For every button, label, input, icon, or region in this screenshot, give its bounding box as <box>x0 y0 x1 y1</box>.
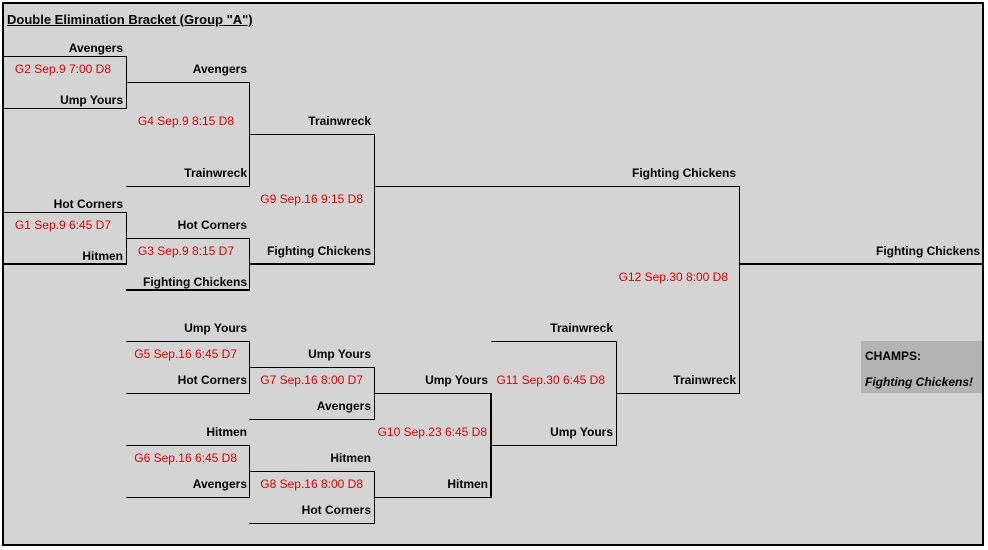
team-label: Ump Yours <box>308 347 371 361</box>
game-label-g6: G6 Sep.16 6:45 D8 <box>134 451 237 465</box>
team-label: Trainwreck <box>184 166 247 180</box>
team-label: Hitmen <box>447 477 488 491</box>
team-label: Avengers <box>316 399 371 413</box>
g12-top-line <box>374 186 740 187</box>
team-label: Fighting Chickens <box>631 166 736 180</box>
g11-connector <box>616 341 617 446</box>
team-label: Ump Yours <box>60 93 123 107</box>
g6-top-line <box>126 445 250 446</box>
team-label: Trainwreck <box>308 114 371 128</box>
game-label-g7: G7 Sep.16 8:00 D7 <box>260 373 363 387</box>
team-label: Hitmen <box>206 425 247 439</box>
team-label: Avengers <box>192 477 247 491</box>
team-label: Fighting Chickens <box>266 244 371 258</box>
game-label-g2: G2 Sep.9 7:00 D8 <box>14 62 111 76</box>
team-label: Avengers <box>192 62 247 76</box>
g4-top-line <box>126 82 250 83</box>
g7-top-line <box>249 367 375 368</box>
g11-top-line <box>491 341 617 342</box>
g2-top-line <box>4 56 127 57</box>
game-label-g10: G10 Sep.23 6:45 D8 <box>377 425 487 439</box>
g11-bottom-line <box>491 445 617 446</box>
bracket-title: Double Elimination Bracket (Group "A") <box>7 12 253 27</box>
game-label-g4: G4 Sep.9 8:15 D8 <box>137 114 234 128</box>
g9-top-line <box>249 134 375 135</box>
team-label: Hitmen <box>82 249 123 263</box>
team-label: Hot Corners <box>177 373 247 387</box>
g1-top-line <box>4 212 127 213</box>
champion-label: CHAMPS: <box>865 349 921 363</box>
g8-bottom-line <box>249 523 375 524</box>
game-label-g1: G1 Sep.9 6:45 D7 <box>14 218 111 232</box>
team-label: Fighting Chickens <box>142 275 247 289</box>
g12-bottom-line <box>616 393 740 394</box>
g7-bottom-line <box>249 419 375 420</box>
g3-top-line <box>126 238 250 239</box>
team-label: Trainwreck <box>550 321 613 335</box>
game-label-g5: G5 Sep.16 6:45 D7 <box>134 347 237 361</box>
team-label: Hot Corners <box>301 503 371 517</box>
team-label: Ump Yours <box>184 321 247 335</box>
g8-top-line <box>249 471 375 472</box>
g3-bottom-line <box>126 289 250 291</box>
g4-bottom-line <box>126 186 250 187</box>
g6-bottom-line <box>126 497 250 498</box>
team-label: Avengers <box>68 41 123 55</box>
champion-team-label: Fighting Chickens <box>875 244 980 258</box>
g9-connector <box>374 134 375 265</box>
champion-name: Fighting Chickens! <box>865 375 973 389</box>
g5-top-line <box>126 341 250 342</box>
game-label-g3: G3 Sep.9 8:15 D7 <box>137 244 234 258</box>
game-label-g8: G8 Sep.16 8:00 D8 <box>260 477 363 491</box>
g12-connector <box>739 186 740 394</box>
g10-bottom-line <box>374 497 492 498</box>
final-line <box>739 263 982 265</box>
game-label-g9: G9 Sep.16 9:15 D8 <box>260 192 363 206</box>
g2-bottom-line <box>4 108 127 109</box>
game-label-g11: G11 Sep.30 6:45 D8 <box>496 373 605 387</box>
team-label: Hitmen <box>330 451 371 465</box>
team-label: Ump Yours <box>550 425 613 439</box>
champion-box: CHAMPS: Fighting Chickens! <box>861 341 982 393</box>
g1-bottom-line <box>4 263 127 265</box>
g9-bottom-line <box>249 263 375 265</box>
g10-top-line <box>374 393 492 394</box>
g5-bottom-line <box>126 393 250 394</box>
team-label: Trainwreck <box>673 373 736 387</box>
team-label: Ump Yours <box>425 373 488 387</box>
game-label-g12: G12 Sep.30 8:00 D8 <box>618 270 728 284</box>
team-label: Hot Corners <box>53 197 123 211</box>
team-label: Hot Corners <box>177 218 247 232</box>
